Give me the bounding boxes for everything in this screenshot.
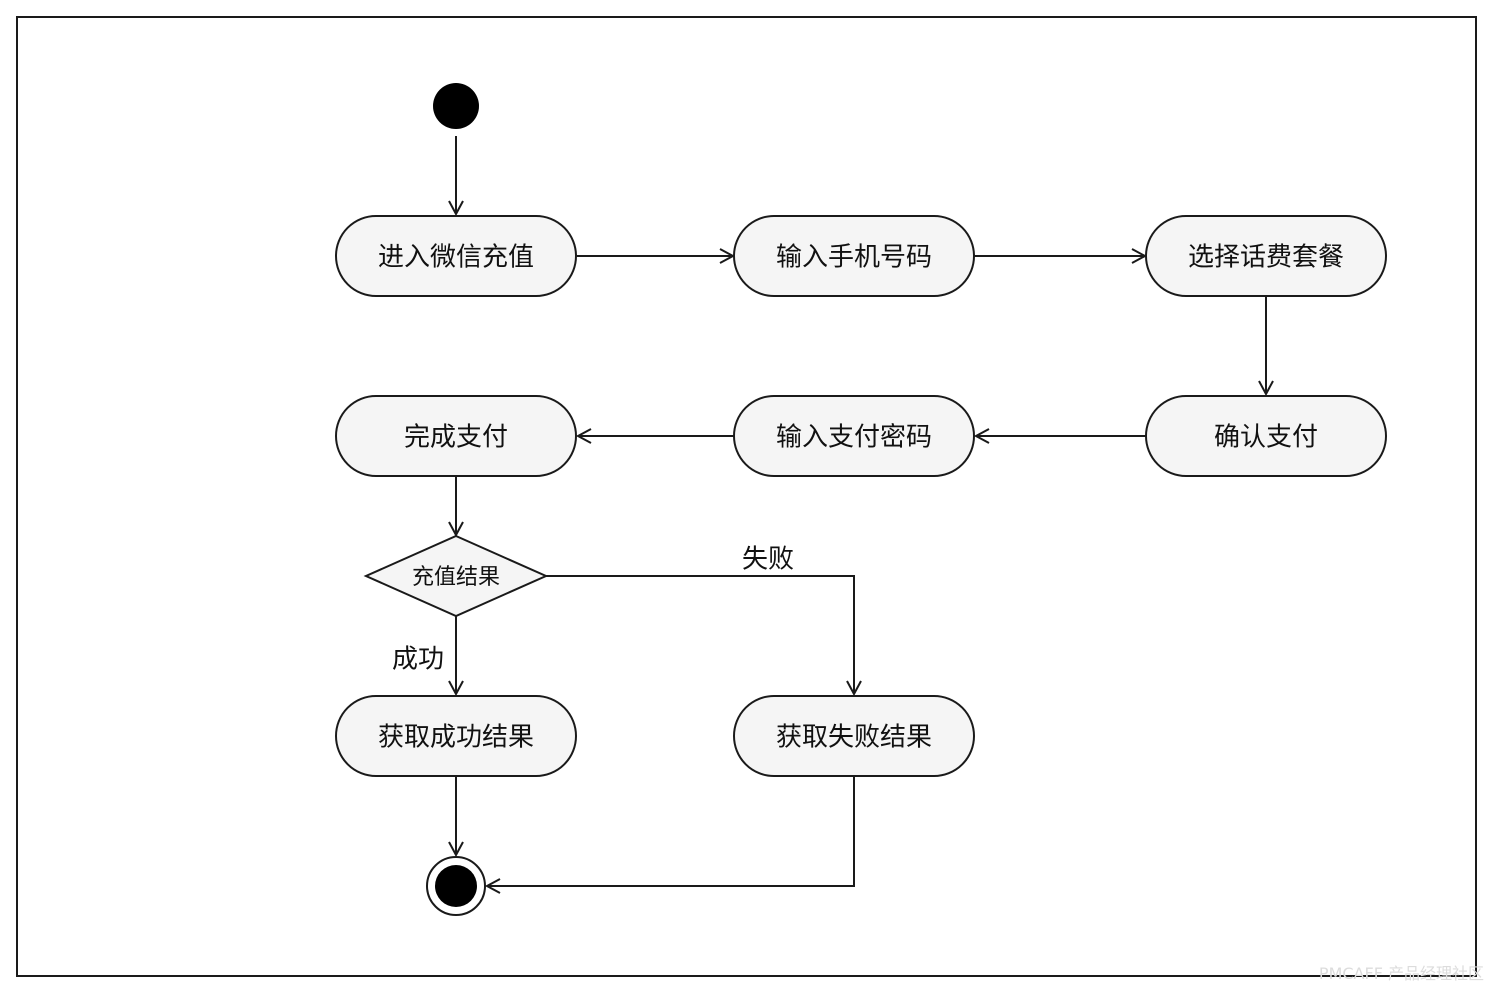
- node-label: 获取成功结果: [378, 723, 534, 753]
- arrowhead: [448, 680, 464, 697]
- arrowhead: [484, 878, 501, 894]
- edge-label-fail: 失败: [742, 545, 794, 575]
- edge-decision-to-fail: [546, 575, 855, 694]
- start-node: [433, 83, 479, 129]
- diagram-frame: [16, 16, 1477, 977]
- arrowhead: [846, 680, 862, 697]
- action-node-complete-payment: 完成支付: [335, 395, 577, 477]
- edge-label-success: 成功: [392, 645, 444, 675]
- arrowhead: [1258, 380, 1274, 397]
- node-label: 输入支付密码: [776, 423, 932, 453]
- action-node-select-package: 选择话费套餐: [1145, 215, 1387, 297]
- node-label: 确认支付: [1214, 423, 1318, 453]
- node-label: 获取失败结果: [776, 723, 932, 753]
- action-node-enter-phone: 输入手机号码: [733, 215, 975, 297]
- end-node: [426, 856, 486, 916]
- node-label: 进入微信充值: [378, 243, 534, 273]
- edge-fail-to-end: [487, 776, 855, 887]
- arrowhead: [575, 428, 592, 444]
- decision-node-recharge-result: 充值结果: [363, 534, 549, 618]
- action-node-confirm-payment: 确认支付: [1145, 395, 1387, 477]
- arrowhead: [448, 841, 464, 858]
- action-node-enter-recharge: 进入微信充值: [335, 215, 577, 297]
- watermark-text: PMCAFF 产品经理社区: [1319, 964, 1484, 983]
- action-node-enter-password: 输入支付密码: [733, 395, 975, 477]
- arrowhead: [973, 428, 990, 444]
- edges: [448, 136, 1274, 894]
- node-label: 完成支付: [404, 423, 508, 453]
- decision-label: 充值结果: [412, 565, 500, 590]
- node-label: 选择话费套餐: [1188, 243, 1344, 273]
- action-node-success-result: 获取成功结果: [335, 695, 577, 777]
- arrowhead: [448, 200, 464, 217]
- action-node-fail-result: 获取失败结果: [733, 695, 975, 777]
- node-label: 输入手机号码: [776, 243, 932, 273]
